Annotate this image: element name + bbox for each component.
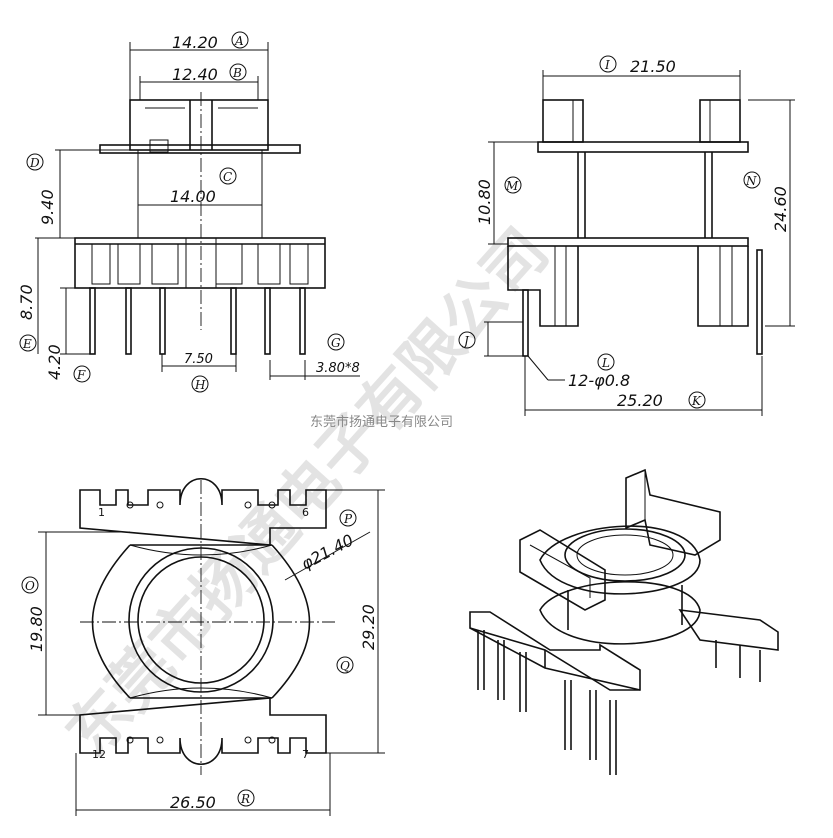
label-r: R <box>240 792 250 806</box>
dim-d-value: 9.40 <box>38 189 57 225</box>
dim-q-value: 29.20 <box>359 604 378 650</box>
dim-m-value: 10.80 <box>475 179 494 225</box>
dim-e-value: 8.70 <box>17 284 36 320</box>
label-a: A <box>234 34 244 48</box>
label-q: Q <box>340 659 350 673</box>
label-m: M <box>505 179 519 193</box>
label-b: B <box>232 66 242 80</box>
dim-a-value: 14.20 <box>172 33 218 52</box>
label-n: N <box>745 174 757 188</box>
dim-c-value: 14.00 <box>170 187 216 206</box>
dim-o-value: 19.80 <box>27 606 46 652</box>
label-c: C <box>223 170 232 184</box>
label-p: P <box>343 512 353 526</box>
label-d: D <box>29 156 40 170</box>
label-j: J <box>461 334 470 348</box>
dim-h-value: 7.50 <box>184 352 213 367</box>
label-f: F <box>76 368 86 382</box>
dim-i-value: 21.50 <box>630 57 676 76</box>
isometric-view <box>469 468 779 775</box>
front-view: 14.20 A 12.40 B C 14.00 D 9.40 <box>17 31 360 393</box>
label-l: L <box>601 356 610 370</box>
dim-n-value: 24.60 <box>771 186 790 232</box>
dim-f-value: 4.20 <box>45 344 64 380</box>
front-pins <box>89 287 306 355</box>
label-k: K <box>691 394 702 408</box>
dim-b-value: 12.40 <box>172 65 218 84</box>
label-g: G <box>331 336 341 350</box>
dim-l-value: 12-φ0.8 <box>568 371 630 390</box>
label-h: H <box>194 378 206 392</box>
label-e: E <box>22 337 32 351</box>
pin-label-1: 1 <box>98 506 105 519</box>
company-caption: 东莞市扬通电子有限公司 <box>310 414 453 430</box>
pin-label-6: 6 <box>302 506 309 519</box>
iso-pins <box>477 630 761 775</box>
pin-label-7: 7 <box>302 748 309 761</box>
dim-k-value: 25.20 <box>617 391 663 410</box>
label-i: I <box>604 58 610 72</box>
label-o: O <box>25 579 35 593</box>
dim-r-value: 26.50 <box>170 793 216 812</box>
dim-g-value: 3.80*8 <box>316 361 360 376</box>
pin-label-12: 12 <box>92 748 106 761</box>
side-view: I 21.50 10.80 M N 24.60 <box>458 55 795 416</box>
